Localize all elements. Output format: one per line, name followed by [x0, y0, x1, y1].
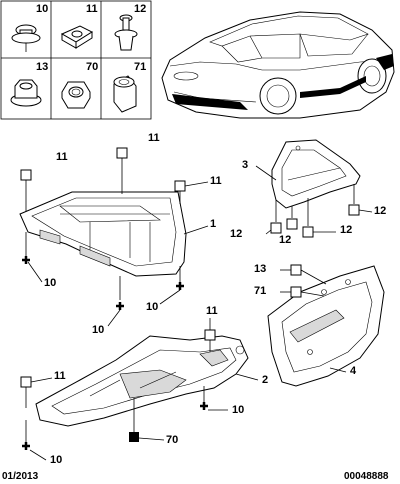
callout-71: 71	[254, 285, 267, 297]
callout-12-center: 12	[279, 234, 292, 246]
callout-12-right-low: 12	[340, 224, 353, 236]
hex-nut-icon	[61, 81, 91, 109]
hardware-ref-70: 70	[86, 61, 99, 73]
plastic-plug-icon	[113, 75, 137, 113]
callout-11-rear-right: 11	[206, 305, 218, 317]
callout-11-rear-left: 11	[54, 370, 66, 382]
callout-10-middle: 10	[92, 324, 105, 336]
hardware-ref-11: 11	[86, 3, 98, 15]
footer-date: 01/2013	[2, 471, 39, 482]
side-bracket-shield	[271, 139, 361, 209]
callout-10-rear-bottom: 10	[50, 454, 63, 466]
front-underbody-shield	[19, 191, 187, 277]
clip-nut-icon	[60, 25, 94, 49]
callout-part-1: 1	[210, 218, 217, 230]
callout-11-top-left: 11	[56, 151, 68, 163]
callout-70: 70	[166, 434, 179, 446]
callout-12-right-high: 12	[374, 205, 387, 217]
rear-underbody-shield	[35, 335, 249, 427]
callout-11-right: 11	[210, 175, 222, 187]
callout-10-rear-middle: 10	[232, 404, 245, 416]
footer-code: 00048888	[344, 471, 389, 482]
callout-part-3: 3	[242, 159, 249, 171]
callout-11-top-center: 11	[148, 132, 160, 144]
callout-10-right: 10	[146, 301, 159, 313]
car-illustration	[161, 11, 395, 119]
hardware-ref-10: 10	[36, 3, 49, 15]
flange-nut-icon	[10, 79, 42, 107]
hardware-ref-12: 12	[134, 3, 147, 15]
leader-lines	[20, 147, 373, 461]
callout-part-2: 2	[262, 374, 269, 386]
callout-part-4: 4	[350, 365, 357, 377]
hardware-ref-13: 13	[36, 61, 49, 73]
callout-12-left: 12	[230, 228, 243, 240]
callout-13: 13	[254, 263, 267, 275]
push-rivet-icon	[114, 14, 138, 51]
hardware-ref-71: 71	[134, 61, 147, 73]
hardware-table-grid	[0, 0, 152, 120]
callout-10-left: 10	[44, 277, 57, 289]
screw-with-washer-icon	[11, 24, 41, 52]
